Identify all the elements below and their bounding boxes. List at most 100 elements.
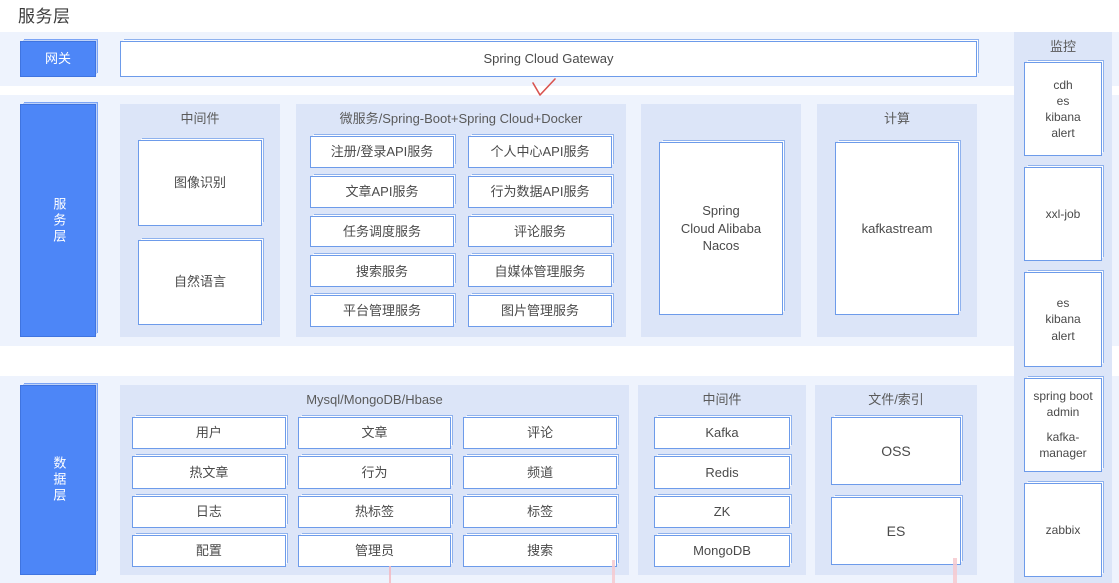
node-label: OSS: [881, 442, 911, 459]
node-label-line: Spring: [702, 203, 740, 219]
node-label: xxl-job: [1045, 207, 1081, 222]
node-redis[interactable]: Redis: [654, 456, 790, 489]
node-db-admin[interactable]: 管理员: [297, 534, 452, 567]
layer-label-data-text: 数据层: [51, 456, 67, 504]
node-label: spring boot admin kafka- manager: [1033, 388, 1092, 462]
panel-file-index: 文件/索引 OSS ES: [815, 385, 977, 575]
node-monitor-zabbix[interactable]: zabbix: [1024, 482, 1102, 578]
node-label: es kibana alert: [1045, 295, 1080, 344]
layer-label-data[interactable]: 数据层: [20, 385, 96, 575]
node-label-line: manager: [1039, 446, 1087, 461]
file-index-node-list: OSS ES: [831, 417, 961, 565]
node-search-service[interactable]: 搜索服务: [310, 255, 454, 288]
node-label: 用户: [195, 425, 222, 441]
node-spring-cloud-alibaba-nacos[interactable]: Spring Cloud Alibaba Nacos: [659, 142, 783, 315]
node-monitor-spring-boot-admin-kafka-manager[interactable]: spring boot admin kafka- manager: [1024, 377, 1102, 472]
node-label: 自然语言: [173, 274, 226, 290]
node-label: 热文章: [189, 464, 229, 480]
node-label: 评论服务: [513, 223, 566, 239]
node-register-login-api[interactable]: 注册/登录API服务: [310, 136, 454, 168]
panel-database-title: Mysql/MongoDB/Hbase: [306, 392, 443, 407]
node-label: 配置: [195, 543, 222, 559]
node-comment-service[interactable]: 评论服务: [468, 215, 612, 248]
node-label: 日志: [195, 503, 222, 519]
node-platform-manage-service[interactable]: 平台管理服务: [310, 295, 454, 327]
node-label: Kafka: [705, 425, 739, 441]
node-label-line: es: [1056, 296, 1070, 311]
node-label: 搜索: [527, 543, 554, 559]
node-natural-language[interactable]: 自然语言: [138, 239, 262, 325]
node-label: 管理员: [354, 543, 394, 559]
panel-service-middleware: 中间件 图像识别 自然语言: [120, 104, 280, 337]
node-label: 个人中心API服务: [490, 144, 590, 160]
gateway-bar-label: Spring Cloud Gateway: [483, 51, 614, 67]
gateway-spring-cloud-gateway-box[interactable]: Spring Cloud Gateway: [120, 41, 977, 77]
node-label-line: alert: [1051, 328, 1075, 343]
layer-label-service-text: 服务层: [51, 196, 67, 245]
node-db-user[interactable]: 用户: [132, 417, 286, 450]
node-label: cdh es kibana alert: [1045, 77, 1080, 142]
panel-database: Mysql/MongoDB/Hbase 用户 文章 评论 热文章 行为 频道 日…: [120, 385, 629, 575]
node-label: 行为数据API服务: [490, 183, 590, 199]
node-label: 文章: [361, 425, 388, 441]
panel-registry-title: [641, 104, 801, 116]
panel-data-middleware-title: 中间件: [702, 392, 742, 407]
panel-service-middleware-title: 中间件: [180, 111, 220, 126]
panel-microservices: 微服务/Spring-Boot+Spring Cloud+Docker 注册/登…: [296, 104, 626, 337]
node-image-manage-service[interactable]: 图片管理服务: [468, 295, 612, 327]
node-label: ZK: [713, 503, 731, 519]
node-label-line: cdh: [1053, 77, 1073, 92]
panel-registry: Spring Cloud Alibaba Nacos: [641, 104, 801, 337]
node-label: 标签: [527, 503, 554, 519]
node-label: kafkastream: [861, 220, 933, 236]
node-article-api[interactable]: 文章API服务: [310, 175, 454, 208]
node-personal-center-api[interactable]: 个人中心API服务: [468, 136, 612, 168]
layer-label-service[interactable]: 服务层: [20, 104, 96, 337]
layer-label-gateway-text: 网关: [44, 50, 71, 66]
node-label: 平台管理服务: [342, 303, 421, 319]
node-label: Spring Cloud Alibaba Nacos: [681, 202, 761, 255]
panel-monitor-title: 监控: [1049, 39, 1076, 54]
panel-monitor: 监控 cdh es kibana alert xxl-job es kibana…: [1014, 32, 1112, 583]
node-label-line: spring boot: [1033, 388, 1093, 403]
node-db-config[interactable]: 配置: [132, 534, 286, 567]
node-label: 搜索服务: [355, 263, 408, 279]
node-es[interactable]: ES: [831, 497, 961, 565]
data-middleware-node-list: Kafka Redis ZK MongoDB: [654, 417, 790, 567]
node-kafkastream[interactable]: kafkastream: [835, 142, 959, 315]
node-media-manage-service[interactable]: 自媒体管理服务: [468, 255, 612, 288]
node-monitor-cdh-es-kibana-alert[interactable]: cdh es kibana alert: [1024, 62, 1102, 157]
layer-label-gateway[interactable]: 网关: [20, 41, 96, 77]
node-db-search[interactable]: 搜索: [463, 534, 617, 567]
node-kafka[interactable]: Kafka: [654, 417, 790, 450]
node-label-line: kafka-: [1046, 430, 1080, 445]
database-node-grid: 用户 文章 评论 热文章 行为 频道 日志 热标签 标签 配置 管理员 搜索: [132, 417, 617, 567]
node-monitor-xxl-job[interactable]: xxl-job: [1024, 167, 1102, 262]
pink-annotation-mark: [612, 560, 615, 583]
node-monitor-es-kibana-alert[interactable]: es kibana alert: [1024, 272, 1102, 367]
microservices-node-grid: 注册/登录API服务 个人中心API服务 文章API服务 行为数据API服务 任…: [310, 136, 612, 327]
node-zk[interactable]: ZK: [654, 495, 790, 528]
node-oss[interactable]: OSS: [831, 417, 961, 485]
pink-annotation-mark: [389, 566, 391, 583]
node-db-hot-tag[interactable]: 热标签: [297, 495, 452, 528]
node-db-tag[interactable]: 标签: [463, 495, 617, 528]
node-task-schedule[interactable]: 任务调度服务: [310, 215, 454, 248]
node-label-spacer: [1033, 420, 1092, 429]
node-label: MongoDB: [693, 543, 751, 559]
node-mongodb[interactable]: MongoDB: [654, 534, 790, 567]
node-label-line: kibana: [1045, 312, 1081, 327]
panel-file-index-title: 文件/索引: [868, 392, 924, 407]
node-db-log[interactable]: 日志: [132, 495, 286, 528]
node-db-channel[interactable]: 频道: [463, 456, 617, 489]
node-db-hot-article[interactable]: 热文章: [132, 456, 286, 489]
node-label: 图片管理服务: [500, 303, 579, 319]
node-label-line: alert: [1051, 126, 1075, 141]
node-label-line: admin: [1046, 405, 1080, 420]
node-db-article[interactable]: 文章: [297, 417, 452, 450]
node-image-recognition[interactable]: 图像识别: [138, 140, 262, 226]
node-db-behavior[interactable]: 行为: [297, 456, 452, 489]
pink-annotation-mark: [953, 558, 957, 583]
node-db-comment[interactable]: 评论: [463, 417, 617, 450]
node-behavior-data-api[interactable]: 行为数据API服务: [468, 175, 612, 208]
